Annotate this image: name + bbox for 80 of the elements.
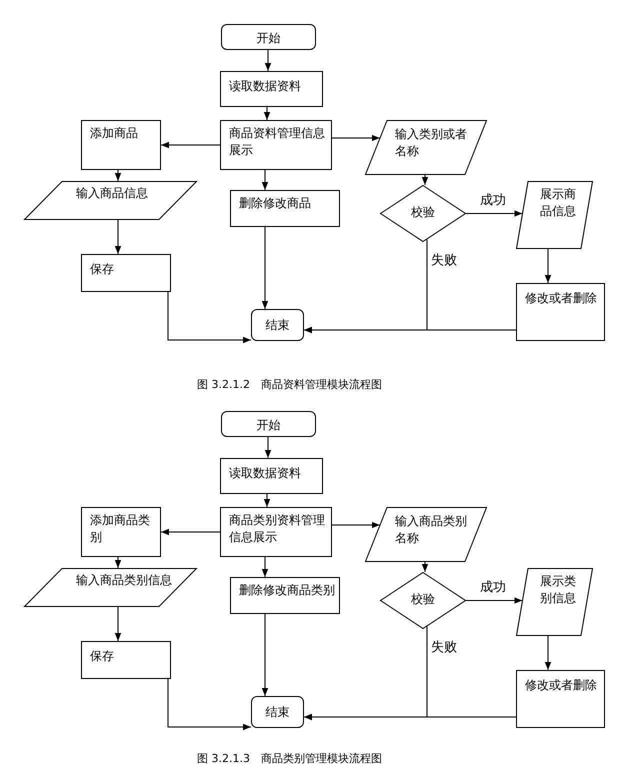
process-box <box>220 507 332 557</box>
arrow <box>544 248 552 284</box>
node-text: 校验 <box>410 591 436 608</box>
node-text: 删除修改商品类别 <box>238 582 336 599</box>
node-text: 输入商品类别名称 <box>394 513 468 548</box>
terminal-box <box>251 696 304 728</box>
node-text: 结束 <box>264 704 290 721</box>
node-text: 商品类别资料管理信息展示 <box>228 512 326 546</box>
arrow <box>304 326 516 334</box>
arrow <box>114 606 122 642</box>
node-text: 修改或者删除 <box>524 677 598 694</box>
input-parallelogram <box>365 507 487 562</box>
process-box <box>516 283 605 341</box>
edge-label: 失败 <box>431 254 457 269</box>
node-text: 展示商品信息 <box>539 186 577 220</box>
arrow <box>114 220 122 254</box>
terminal-box <box>221 411 316 437</box>
process-box <box>81 120 161 170</box>
node-text: 删除修改商品 <box>238 195 312 212</box>
process-box <box>230 577 340 614</box>
arrow <box>262 170 268 190</box>
arrow <box>466 210 523 217</box>
input-parallelogram <box>516 568 593 636</box>
input-parallelogram <box>365 120 487 175</box>
arrow <box>262 614 268 696</box>
node-text: 修改或者删除 <box>524 290 598 307</box>
arrow <box>114 170 122 182</box>
input-parallelogram <box>24 568 197 607</box>
terminal-box <box>221 24 316 50</box>
node-text: 开始 <box>256 417 282 434</box>
arrow <box>160 528 220 536</box>
input-parallelogram <box>516 181 593 249</box>
decision-diamond <box>380 185 466 242</box>
process-box <box>220 71 323 107</box>
node-text: 添加商品类别 <box>89 512 151 546</box>
arrow <box>168 678 252 730</box>
arrow <box>544 636 552 670</box>
arrow <box>264 50 272 72</box>
terminal-box <box>251 309 304 341</box>
node-text: 展示类别信息 <box>539 573 577 608</box>
arrow <box>160 142 220 148</box>
arrow <box>168 292 252 344</box>
edge-label: 成功 <box>480 580 506 595</box>
edge-label: 失败 <box>431 641 457 656</box>
node-text: 校验 <box>410 204 436 221</box>
arrow <box>332 522 380 528</box>
process-box <box>230 190 340 227</box>
node-text: 输入商品类别信息 <box>75 572 173 589</box>
process-box <box>220 458 323 494</box>
node-text: 输入商品信息 <box>75 185 149 202</box>
node-text: 添加商品 <box>89 125 139 142</box>
node-text: 输入类别或者名称 <box>394 126 468 160</box>
node-text: 保存 <box>89 261 115 278</box>
arrow <box>262 556 268 578</box>
arrow <box>262 226 268 310</box>
decision-diamond <box>380 572 466 629</box>
arrow <box>264 106 270 120</box>
process-box <box>81 254 171 292</box>
node-text: 结束 <box>264 317 290 334</box>
node-text: 读取数据资料 <box>228 78 302 95</box>
process-box <box>81 641 171 679</box>
arrow <box>466 597 523 604</box>
process-box <box>220 120 332 170</box>
arrow <box>332 134 380 142</box>
node-text: 读取数据资料 <box>228 465 302 482</box>
figure-caption: 图 3.2.1.2 商品资料管理模块流程图 <box>197 377 382 392</box>
node-text: 开始 <box>256 30 282 47</box>
arrow <box>114 556 122 568</box>
figure-caption: 图 3.2.1.3 商品类别管理模块流程图 <box>197 751 382 766</box>
node-text: 保存 <box>89 648 115 665</box>
arrow <box>422 174 428 186</box>
process-box <box>516 670 605 728</box>
process-box <box>81 507 161 557</box>
arrow <box>264 494 270 508</box>
arrow <box>264 436 272 458</box>
node-text: 商品资料管理信息展示 <box>228 125 326 160</box>
arrow <box>304 714 516 720</box>
arrow <box>422 562 428 572</box>
edge-label: 成功 <box>480 194 506 208</box>
input-parallelogram <box>24 181 197 220</box>
